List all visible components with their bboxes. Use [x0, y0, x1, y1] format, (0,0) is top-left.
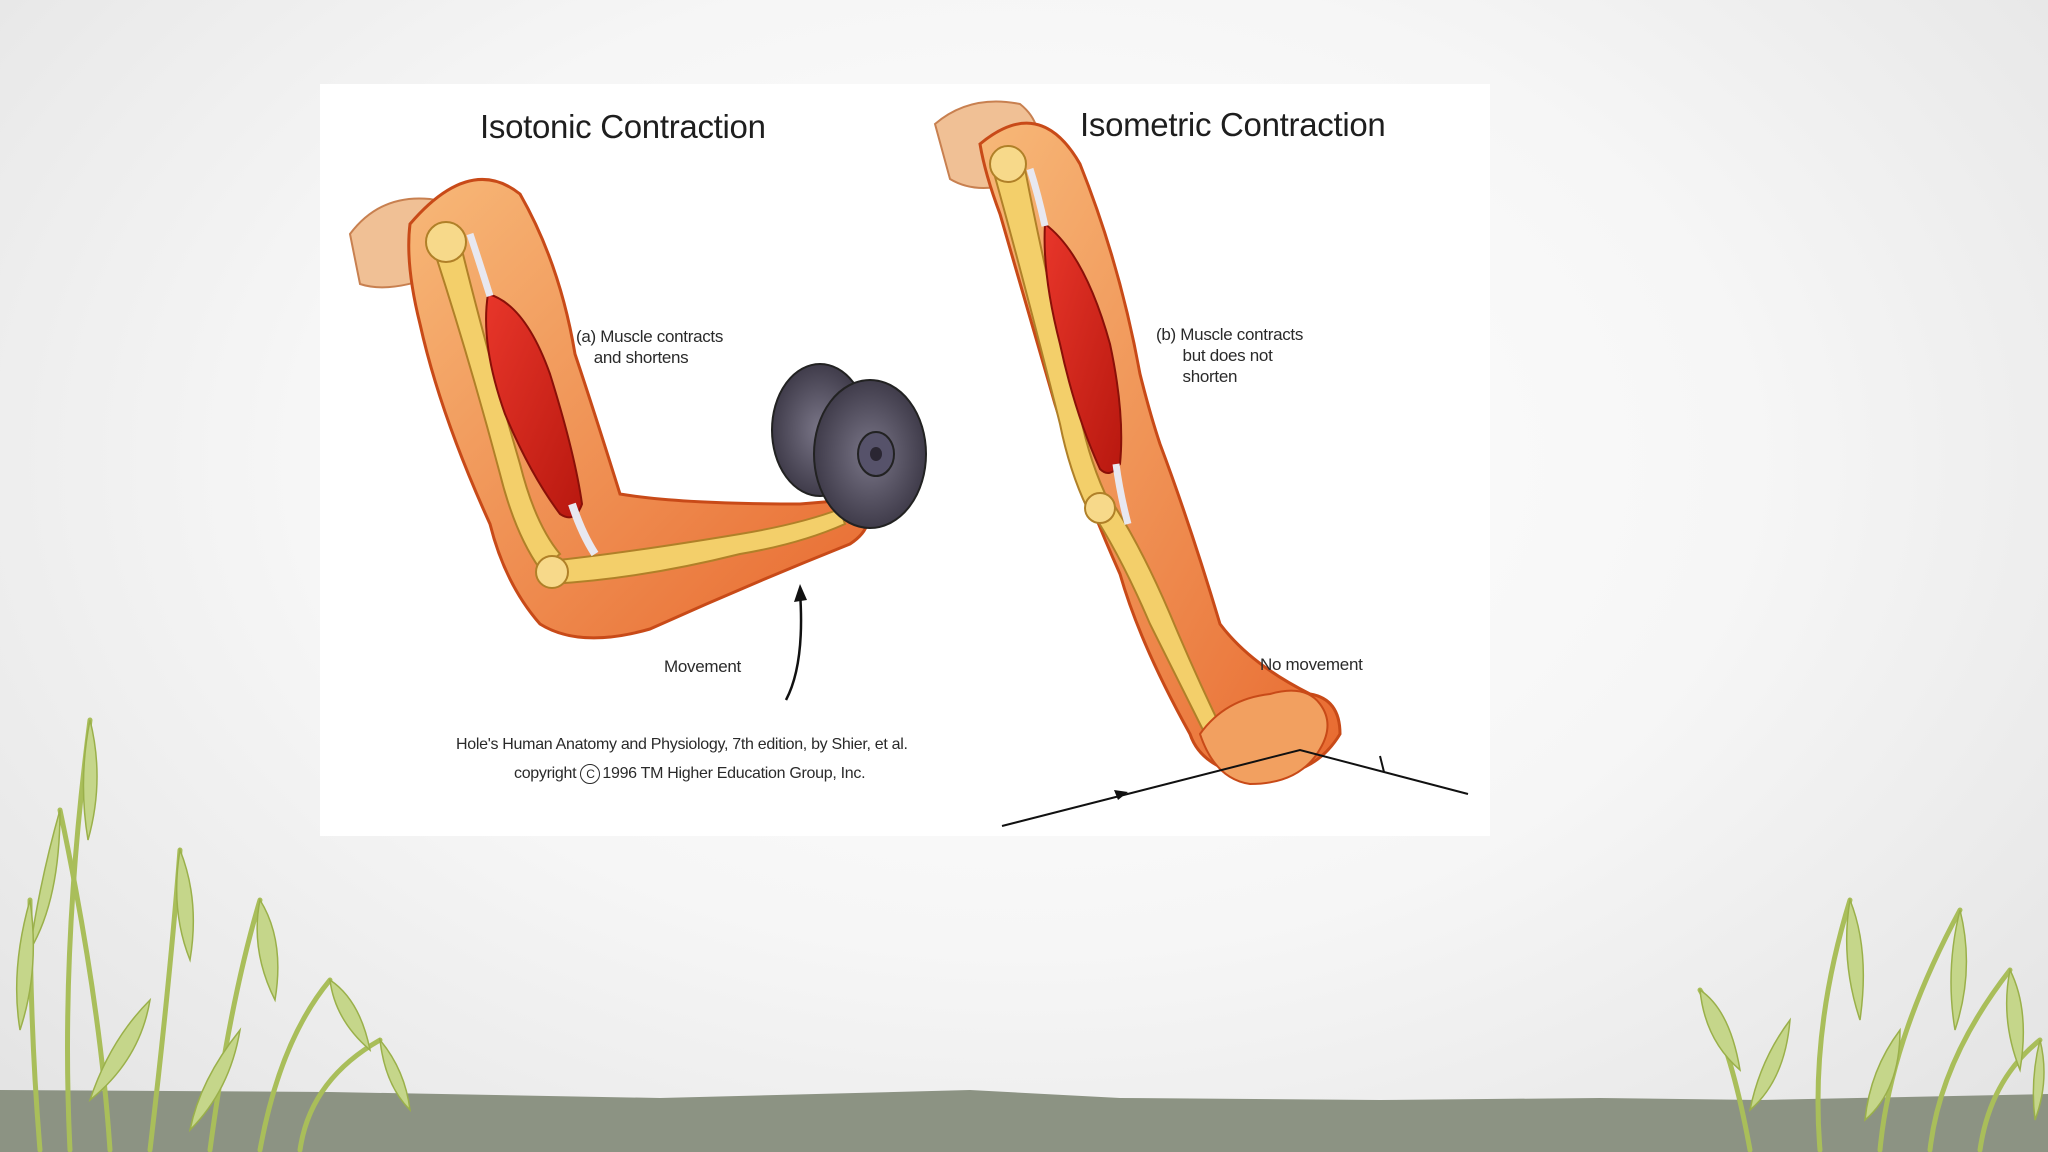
movement-label: Movement — [664, 657, 741, 676]
contraction-figure: Isotonic Contraction Isometric Contracti… — [320, 84, 1490, 836]
copyright-symbol-letter: C — [586, 767, 595, 781]
isometric-arm — [933, 100, 1342, 786]
isotonic-title: Isotonic Contraction — [480, 108, 766, 145]
movement-arrow — [784, 591, 803, 701]
copyright-symbol: C — [580, 764, 601, 784]
arm-illustrations — [348, 100, 1469, 827]
grass-right-decoration — [1697, 897, 2045, 1152]
grass-left-decoration — [15, 717, 412, 1152]
rope-line — [1001, 748, 1469, 827]
credit-line-1: Hole's Human Anatomy and Physiology, 7th… — [456, 736, 908, 753]
credit-copyright-prefix: copyright — [514, 765, 581, 782]
isotonic-caption: (a) Muscle contracts and shortens — [576, 327, 724, 367]
isometric-caption: (b) Muscle contracts but does not shorte… — [1156, 325, 1304, 386]
no-movement-label: No movement — [1260, 655, 1363, 674]
dumbbell — [771, 363, 927, 529]
isometric-biceps — [1043, 222, 1123, 474]
isometric-hand — [1198, 689, 1329, 786]
isotonic-humerus — [430, 232, 562, 571]
isotonic-arm — [348, 178, 870, 640]
isometric-humerus — [990, 157, 1112, 516]
credit-copyright-rest: 1996 TM Higher Education Group, Inc. — [602, 765, 866, 782]
isometric-title: Isometric Contraction — [1080, 106, 1386, 143]
credit-line-2: copyright C 1996 TM Higher Education Grou… — [514, 764, 866, 784]
